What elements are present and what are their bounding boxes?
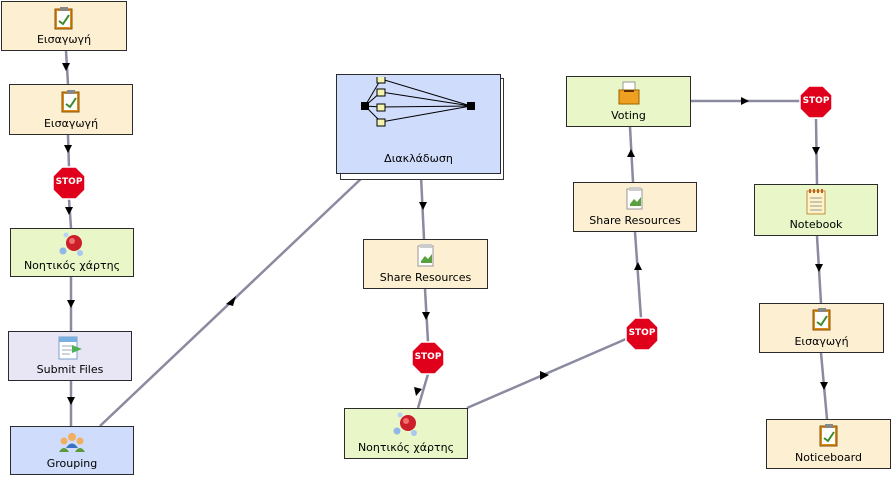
connector [633,231,643,319]
node-label: Voting [611,109,646,122]
stop-label: STOP [628,328,656,338]
stop-gate[interactable]: STOP [411,341,445,375]
activity-node-grouping[interactable]: Grouping [10,426,134,475]
activity-node-noticeboard[interactable]: Noticeboard [766,419,891,469]
stop-sign-icon [52,166,86,200]
node-label: Νοητικός χάρτης [23,259,121,272]
arrow-head [64,145,72,153]
node-label: Εισαγωγή [36,33,92,46]
connector [67,198,73,229]
arrow-head [820,382,828,390]
arrow-head [65,207,73,215]
stop-label: STOP [802,96,830,106]
arrow-head [634,262,642,270]
submit-files-icon [58,336,82,360]
node-label: Εισαγωγή [43,117,99,130]
node-label: Share Resources [379,271,472,284]
arrow-head [67,300,75,308]
arrow-head [540,371,549,380]
activity-node-branching[interactable]: Διακλάδωση [336,74,501,174]
arrow-head [815,264,823,272]
node-label: Εισαγωγή [794,335,849,348]
share-resources-icon [626,187,643,210]
share-resources-icon [417,244,433,267]
activity-node-mindmap-2[interactable]: Νοητικός χάρτης [344,408,468,459]
stop-label: STOP [414,352,442,362]
activity-node-mindmap-1[interactable]: Νοητικός χάρτης [10,228,134,277]
notepad-icon [54,7,73,30]
arrow-head [67,397,75,405]
stop-gate[interactable]: STOP [52,166,86,200]
arrow-head [627,149,635,157]
arrow-head [414,387,422,396]
activity-node-introduction-3[interactable]: Εισαγωγή [759,303,884,353]
activity-node-voting[interactable]: Voting [566,76,691,127]
arrow-head [62,63,70,71]
stop-sign-icon [799,85,833,119]
notepad-icon [61,90,80,113]
activity-node-introduction-1[interactable]: Εισαγωγή [1,1,127,51]
activity-node-share-resources-2[interactable]: Share Resources [573,182,697,232]
node-label: Νοητικός χάρτης [357,441,455,454]
activity-node-share-resources-1[interactable]: Share Resources [363,239,488,289]
arrow-head [812,147,820,155]
connector [466,337,627,410]
mindmap-icon [59,232,83,256]
connector [416,373,430,409]
stop-label: STOP [55,177,83,187]
voting-icon [618,81,639,105]
notepad-icon [812,308,830,331]
activity-node-introduction-2[interactable]: Εισαγωγή [9,84,133,135]
stop-gate[interactable]: STOP [625,317,659,351]
node-label: Share Resources [589,214,681,227]
mindmap-icon [393,412,417,436]
node-label: Noticeboard [795,451,862,464]
grouping-icon [59,433,85,452]
node-label: Notebook [789,218,843,231]
stop-sign-icon [411,341,445,375]
activity-node-notebook[interactable]: Notebook [754,184,878,236]
arrow-head [741,97,749,105]
node-label: Διακλάδωση [384,152,453,165]
activity-node-submit-files[interactable]: Submit Files [8,331,132,381]
notepad-icon [819,424,837,447]
notebook-icon [806,189,826,215]
node-label: Submit Files [36,363,104,376]
stop-gate[interactable]: STOP [799,85,833,119]
arrow-head [226,296,236,306]
branching-icon [360,77,475,127]
stop-sign-icon [625,317,659,351]
arrow-head [419,202,427,210]
node-label: Grouping [46,457,98,470]
arrow-head [422,312,430,320]
